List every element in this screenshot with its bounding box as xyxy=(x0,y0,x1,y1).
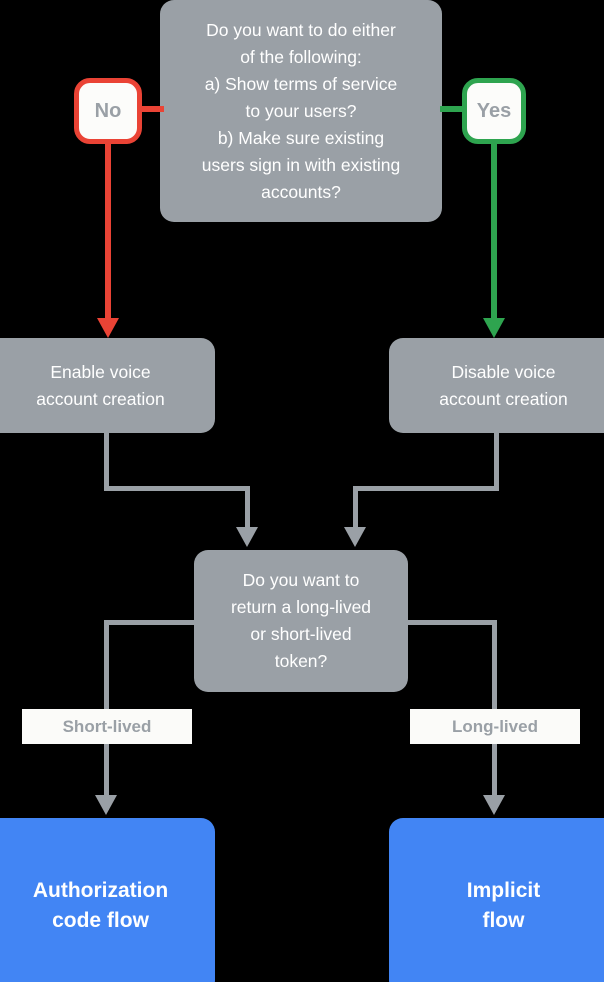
question-2-line-4: token? xyxy=(274,651,328,671)
edge-disable-to-question2-arrowhead xyxy=(344,527,366,547)
implicit-flow-line-1: Implicit xyxy=(466,879,541,902)
edge-question2-right-horizontal xyxy=(404,620,496,625)
edge-question1-to-yes-stub xyxy=(440,106,466,112)
disable-voice-line-2: account creation xyxy=(439,388,568,409)
authorization-code-flow-line-2: code flow xyxy=(52,909,149,932)
branch-badge-yes-label: Yes xyxy=(476,99,512,122)
question-1-node: Do you want to do either of the followin… xyxy=(160,0,442,222)
disable-voice-line-1: Disable voice xyxy=(451,361,556,382)
enable-voice-node: Enable voice account creation xyxy=(0,338,215,433)
edge-enable-to-question2-vertical-a xyxy=(104,433,109,491)
question-1-line-6: users sign in with existing xyxy=(201,154,401,175)
question-2-line-3: or short-lived xyxy=(250,624,352,644)
edge-enable-to-question2-vertical-b xyxy=(245,486,250,529)
enable-voice-line-1: Enable voice xyxy=(50,361,151,382)
edge-enable-to-question2-arrowhead xyxy=(236,527,258,547)
question-1-line-1: Do you want to do either xyxy=(206,19,396,40)
implicit-flow-line-2: flow xyxy=(482,909,525,932)
edge-no-to-enable-arrowhead xyxy=(97,318,119,338)
enable-voice-line-2: account creation xyxy=(36,388,165,409)
branch-badge-no[interactable]: No xyxy=(74,78,142,144)
question-1-text: Do you want to do either of the followin… xyxy=(202,17,400,206)
edge-no-to-enable-line xyxy=(105,140,111,320)
question-1-line-3: a) Show terms of service xyxy=(204,73,398,94)
edge-label-short-lived: Short-lived xyxy=(22,709,192,744)
implicit-flow-text: Implicit flow xyxy=(467,876,541,936)
edge-disable-to-question2-vertical-a xyxy=(494,433,499,491)
edge-enable-to-question2-horizontal xyxy=(104,486,250,491)
edge-disable-to-question2-vertical-b xyxy=(353,486,358,529)
question-2-text: Do you want to return a long-lived or sh… xyxy=(231,567,371,675)
enable-voice-text: Enable voice account creation xyxy=(36,359,164,413)
edge-label-long-lived-text: Long-lived xyxy=(452,716,538,736)
implicit-flow-node: Implicit flow xyxy=(389,818,604,982)
question-1-line-4: to your users? xyxy=(245,100,357,121)
question-1-line-2: of the following: xyxy=(240,46,362,67)
authorization-code-flow-line-1: Authorization xyxy=(32,879,169,902)
question-1-line-7: accounts? xyxy=(261,181,341,202)
edge-short-lived-arrowhead xyxy=(95,795,117,815)
question-2-line-1: Do you want to xyxy=(242,570,360,590)
edge-yes-to-disable-line xyxy=(491,140,497,320)
edge-yes-to-disable-arrowhead xyxy=(483,318,505,338)
authorization-code-flow-node: Authorization code flow xyxy=(0,818,215,982)
edge-label-short-lived-text: Short-lived xyxy=(62,716,152,736)
branch-badge-no-label: No xyxy=(94,99,122,122)
question-2-line-2: return a long-lived xyxy=(230,597,372,617)
edge-label-long-lived: Long-lived xyxy=(410,709,580,744)
edge-long-lived-arrowhead xyxy=(483,795,505,815)
question-1-line-5: b) Make sure existing xyxy=(217,127,385,148)
disable-voice-node: Disable voice account creation xyxy=(389,338,604,433)
edge-disable-to-question2-horizontal xyxy=(353,486,499,491)
edge-question2-left-horizontal xyxy=(107,620,199,625)
branch-badge-yes[interactable]: Yes xyxy=(462,78,526,144)
disable-voice-text: Disable voice account creation xyxy=(439,359,567,413)
authorization-code-flow-text: Authorization code flow xyxy=(33,876,168,936)
question-2-node: Do you want to return a long-lived or sh… xyxy=(194,550,408,692)
edge-question1-to-no-stub xyxy=(138,106,164,112)
